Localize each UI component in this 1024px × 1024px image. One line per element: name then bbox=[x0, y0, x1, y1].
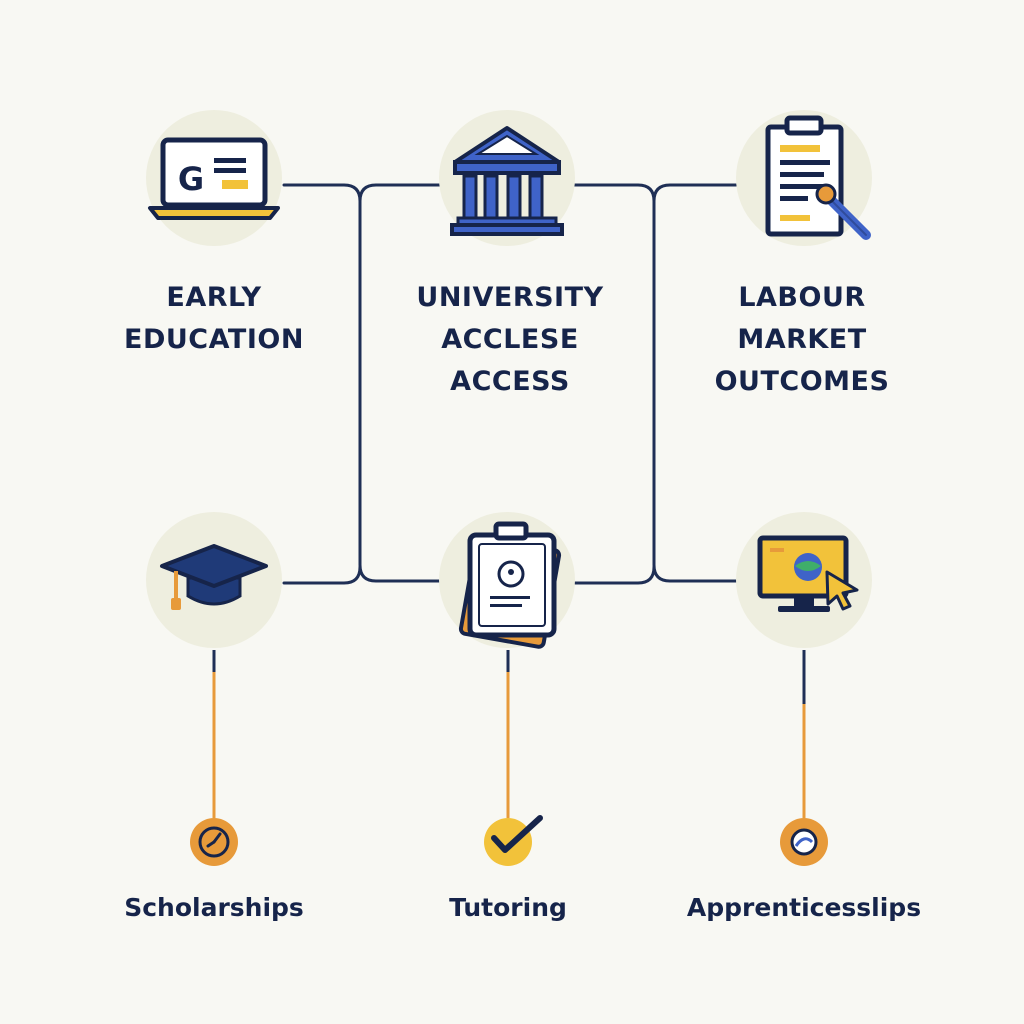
laptop-icon: G bbox=[148, 137, 280, 220]
graduation-cap-icon bbox=[160, 544, 268, 610]
university-building-icon bbox=[450, 126, 564, 236]
connector-bottom-left-join bbox=[282, 565, 362, 585]
laptop-screen-letter: G bbox=[178, 160, 204, 198]
monitor-cursor-icon bbox=[757, 535, 859, 612]
label-line: EARLY bbox=[166, 282, 262, 313]
connector-top-center-to-right bbox=[572, 183, 738, 583]
clipboard-document-icon bbox=[458, 521, 562, 649]
label-scholarships: Scholarships bbox=[124, 893, 304, 922]
label-apprenticeships: Apprenticesslips bbox=[686, 893, 922, 922]
label-line: EDUCATION bbox=[124, 324, 304, 355]
clipboard-pen-icon bbox=[765, 115, 871, 240]
globe-icon bbox=[780, 818, 828, 866]
label-line: UNIVERSITY bbox=[416, 282, 604, 313]
label-line: OUTCOMES bbox=[714, 366, 890, 397]
label-line: ACCLESE bbox=[441, 324, 579, 355]
connector-top-right-branch bbox=[652, 183, 738, 203]
clock-icon bbox=[190, 818, 238, 866]
connector-top-center-branch bbox=[358, 183, 442, 203]
checkmark-icon bbox=[484, 815, 543, 866]
connector-top-left-to-center bbox=[282, 183, 442, 583]
label-line: LABOUR bbox=[738, 282, 866, 313]
connector-lines bbox=[282, 183, 738, 585]
label-early-education: EARLY EDUCATION bbox=[94, 277, 334, 361]
connector-bottom-center-join bbox=[572, 565, 656, 585]
label-tutoring: Tutoring bbox=[449, 893, 567, 922]
label-university-access: UNIVERSITY ACCLESE ACCESS bbox=[382, 277, 638, 403]
label-line: ACCESS bbox=[450, 366, 570, 397]
label-line: MARKET bbox=[737, 324, 867, 355]
label-labour-market-outcomes: LABOUR MARKET OUTCOMES bbox=[684, 277, 920, 403]
